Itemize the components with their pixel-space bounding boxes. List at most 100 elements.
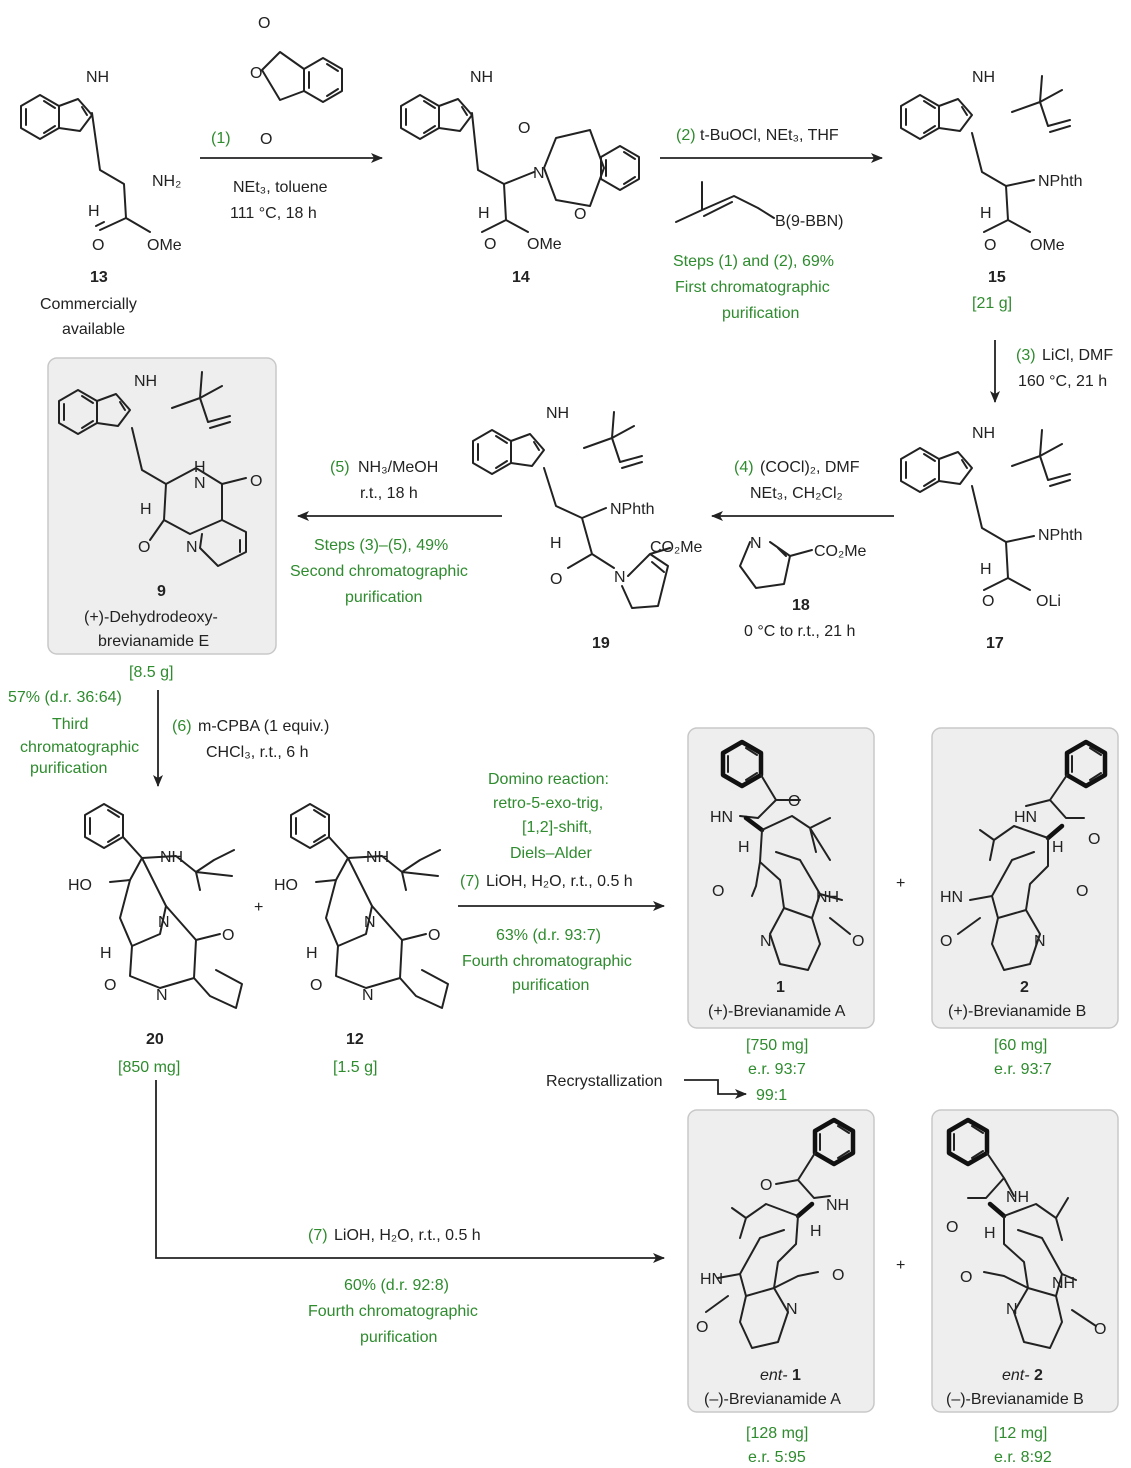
compound-19: NH NPhth H O N CO₂Me 19: [472, 405, 703, 652]
svg-text:NH: NH: [470, 69, 493, 86]
step1-cond: NEt₃, toluene: [233, 179, 328, 196]
step6-cond: CHCl₃, r.t., 6 h: [206, 744, 309, 761]
svg-text:HO: HO: [274, 877, 298, 894]
compound-ent1-name: (–)-Brevianamide A: [704, 1391, 841, 1408]
step7b-purif-2: purification: [360, 1329, 437, 1346]
compound-15-amount: [21 g]: [972, 295, 1012, 312]
compound-ent1-box: [687, 1109, 875, 1413]
svg-text:H: H: [100, 945, 112, 962]
svg-text:O: O: [984, 237, 996, 254]
svg-text:H: H: [140, 501, 152, 518]
step7a-yield: 63% (d.r. 93:7): [496, 927, 601, 944]
step4-reagent2: NEt₃, CH₂Cl₂: [750, 485, 843, 502]
svg-text:B(9-BBN): B(9-BBN): [775, 213, 843, 230]
svg-text:NH: NH: [134, 373, 157, 390]
svg-text:NPhth: NPhth: [610, 501, 654, 518]
svg-text:N: N: [362, 987, 374, 1004]
svg-text:N: N: [1034, 933, 1046, 950]
svg-text:NH: NH: [160, 849, 183, 866]
step2-label: (2): [676, 127, 696, 144]
plus-20-12: +: [254, 899, 263, 916]
compound-ent1-prefix: ent-: [760, 1367, 788, 1384]
compound-12: NH HO N O H O N 12: [274, 803, 449, 1048]
step5-cond: r.t., 18 h: [360, 485, 418, 502]
step7b-reagent: LiOH, H₂O, r.t., 0.5 h: [334, 1227, 481, 1244]
svg-text:O: O: [250, 65, 262, 82]
svg-text:O: O: [310, 977, 322, 994]
svg-text:HO: HO: [68, 877, 92, 894]
phthalic-anhydride: O O O: [250, 15, 343, 148]
svg-text:NH: NH: [366, 849, 389, 866]
step4-cond: 0 °C to r.t., 21 h: [744, 623, 855, 640]
svg-text:O: O: [696, 1319, 708, 1336]
prenyl-9bbn: B(9-BBN): [675, 181, 843, 230]
svg-text:O: O: [940, 933, 952, 950]
compound-19-number: 19: [592, 635, 610, 652]
svg-text:O: O: [982, 593, 994, 610]
svg-text:OMe: OMe: [527, 236, 562, 253]
step7a-domino-4: Diels–Alder: [510, 845, 592, 862]
svg-text:OLi: OLi: [1036, 593, 1061, 610]
compound-14-number: 14: [512, 269, 530, 286]
compound-18: N CO₂Me 18: [739, 535, 867, 614]
svg-text:N: N: [786, 1301, 798, 1318]
svg-text:H: H: [810, 1223, 822, 1240]
compound-9-name-2: brevianamide E: [98, 633, 209, 650]
svg-text:HN: HN: [710, 809, 733, 826]
svg-text:OMe: OMe: [1030, 237, 1065, 254]
compound-2-amount: [60 mg]: [994, 1037, 1047, 1054]
compound-18-number: 18: [792, 597, 810, 614]
svg-text:O: O: [484, 236, 496, 253]
compound-1-name: (+)-Brevianamide A: [708, 1003, 846, 1020]
step7a-purif-2: purification: [512, 977, 589, 994]
compound-1-er-recryst: 99:1: [756, 1087, 787, 1104]
compound-1: HN O H O NH N O 1 (+)-Brevianamide A: [708, 739, 864, 1020]
svg-text:O: O: [1094, 1321, 1106, 1338]
compound-ent2-amount: [12 mg]: [994, 1425, 1047, 1442]
svg-text:O: O: [1088, 831, 1100, 848]
step5-purif-2: purification: [345, 589, 422, 606]
compound-17: NH NPhth H O OLi 17: [900, 425, 1082, 652]
step1-label: (1): [211, 130, 231, 147]
step3-cond: 160 °C, 21 h: [1018, 373, 1107, 390]
svg-text:NH: NH: [816, 889, 839, 906]
svg-text:O: O: [852, 933, 864, 950]
compound-13-number: 13: [90, 269, 108, 286]
step2-purif-2: purification: [722, 305, 799, 322]
svg-text:O: O: [518, 120, 530, 137]
compound-ent1: O NH H HN O N O ent- 1 (–)-Brevianamide …: [696, 1117, 856, 1408]
svg-text:O: O: [1076, 883, 1088, 900]
step6-purif-1: Third: [52, 716, 88, 733]
step7b-yield: 60% (d.r. 92:8): [344, 1277, 449, 1294]
svg-text:CO₂Me: CO₂Me: [814, 543, 867, 560]
svg-text:N: N: [750, 535, 762, 552]
atom-ome: OMe: [147, 237, 182, 254]
svg-text:O: O: [788, 793, 800, 810]
recrystallization-arrow: [684, 1079, 747, 1099]
atom-nh2: NH₂: [152, 173, 181, 190]
compound-15: NH NPhth H O OMe 15 [21 g]: [900, 69, 1082, 312]
svg-text:N: N: [614, 569, 626, 586]
compound-20-amount: [850 mg]: [118, 1059, 180, 1076]
compound-ent2-name: (–)-Brevianamide B: [946, 1391, 1084, 1408]
compound-13-note-2: available: [62, 321, 125, 338]
step7a-domino-2: retro-5-exo-trig,: [493, 795, 603, 812]
compound-12-amount: [1.5 g]: [333, 1059, 377, 1076]
step2-reagent: t-BuOCl, NEt₃, THF: [700, 127, 839, 144]
step3-label: (3): [1016, 347, 1036, 364]
svg-text:H: H: [306, 945, 318, 962]
svg-text:H: H: [980, 205, 992, 222]
svg-text:HN: HN: [1014, 809, 1037, 826]
step5-reagent: NH₃/MeOH: [358, 459, 438, 476]
step7b-label: (7): [308, 1227, 328, 1244]
svg-text:N: N: [364, 914, 376, 931]
step5-label: (5): [330, 459, 350, 476]
arrow-step7b: [155, 1080, 665, 1263]
step2-yield: Steps (1) and (2), 69%: [673, 253, 834, 270]
compound-13-note-1: Commercially: [40, 296, 137, 313]
compound-13: NH NH₂ H O OMe 13 Commercially available: [20, 69, 182, 338]
compound-ent2-number: 2: [1034, 1367, 1043, 1384]
svg-text:NPhth: NPhth: [1038, 173, 1082, 190]
svg-text:N: N: [1006, 1301, 1018, 1318]
step5-purif-1: Second chromatographic: [290, 563, 468, 580]
